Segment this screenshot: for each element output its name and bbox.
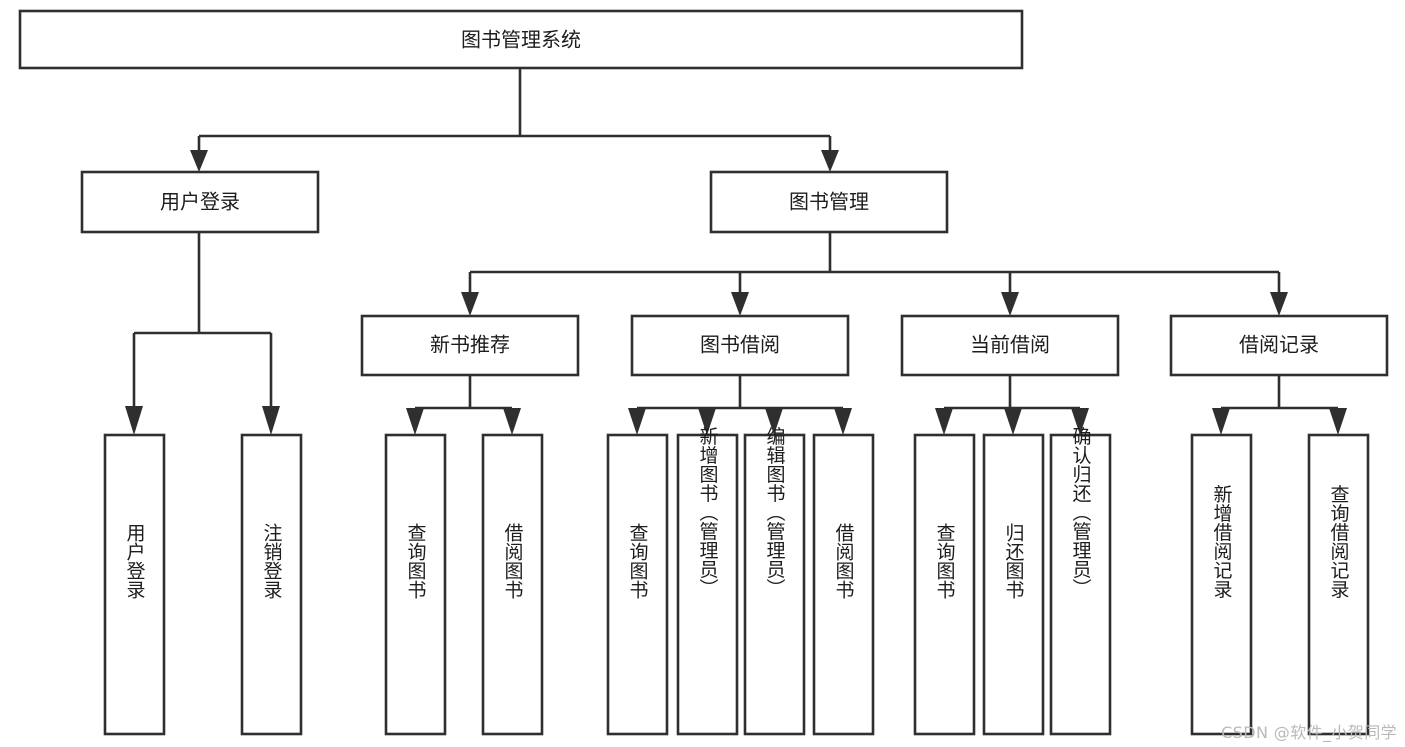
connectors	[125, 68, 1347, 435]
borrow-record-box[interactable]	[1169, 314, 1389, 377]
root-label: 图书管理系统	[461, 28, 581, 52]
arrowhead-bookborrow-leaf-1	[628, 408, 646, 435]
leaf-current-borrow-return[interactable]: 归还图书	[982, 433, 1045, 736]
leaf-label: 新增借阅记录	[1211, 484, 1233, 598]
leaf-label: 查询图书	[405, 522, 427, 598]
node-new-book-recommend[interactable]: 新书推荐	[360, 314, 580, 377]
user-login-box[interactable]	[80, 170, 320, 234]
leaf-book-borrow-query[interactable]: 查询图书	[606, 433, 669, 736]
root-box[interactable]	[18, 9, 1024, 70]
arrowhead-to-new-book-recommend	[461, 292, 479, 316]
node-book-manage[interactable]: 图书管理	[709, 170, 949, 234]
arrowhead-borrowrecord-leaf-1	[1212, 408, 1230, 435]
arrowhead-to-current-borrow	[1001, 292, 1019, 316]
leaf-box[interactable]	[103, 433, 166, 736]
leaf-label: 注销登录	[261, 522, 283, 598]
leaf-label: 查询借阅记录	[1328, 484, 1350, 598]
leaf-book-borrow-borrow[interactable]: 借阅图书	[812, 433, 875, 736]
node-user-login[interactable]: 用户登录	[80, 170, 320, 234]
leaf-user-login-logout[interactable]: 注销登录	[240, 433, 303, 736]
arrowhead-bookborrow-leaf-4	[834, 408, 852, 435]
node-current-borrow[interactable]: 当前借阅	[900, 314, 1120, 377]
leaf-box[interactable]	[606, 433, 669, 736]
edge-root-bus	[197, 68, 832, 157]
current-borrow-label: 当前借阅	[970, 333, 1050, 357]
leaf-label: 归还图书	[1003, 522, 1025, 598]
leaf-box[interactable]	[982, 433, 1045, 736]
new-book-recommend-box[interactable]	[360, 314, 580, 377]
node-borrow-record[interactable]: 借阅记录	[1169, 314, 1389, 377]
leaf-current-borrow-confirm[interactable]: 确认归还（管理员）	[1049, 426, 1112, 736]
book-manage-box[interactable]	[709, 170, 949, 234]
arrowhead-borrowrecord-leaf-2	[1329, 408, 1347, 435]
arrowhead-currentborrow-leaf-3	[1071, 408, 1089, 435]
leaf-label: 用户登录	[124, 523, 146, 599]
leaf-box[interactable]	[1307, 433, 1370, 736]
arrowhead-currentborrow-leaf-1	[935, 408, 953, 435]
leaf-box[interactable]	[913, 433, 976, 736]
arrowhead-to-book-borrow	[731, 292, 749, 316]
current-borrow-box[interactable]	[900, 314, 1120, 377]
leaf-box[interactable]	[812, 433, 875, 736]
arrowhead-to-borrow-record	[1270, 292, 1288, 316]
arrowhead-newbook-leaf-2	[503, 408, 521, 435]
book-borrow-box[interactable]	[630, 314, 850, 377]
leaf-label: 借阅图书	[833, 522, 855, 598]
arrowhead-bookborrow-leaf-3	[765, 408, 783, 435]
edge-borrowrecord-bus	[1219, 375, 1340, 414]
edge-bookborrow-bus	[635, 375, 845, 414]
arrowhead-to-logout-leaf	[262, 406, 280, 435]
new-book-recommend-label: 新书推荐	[430, 333, 510, 357]
arrowhead-bookborrow-leaf-2	[698, 408, 716, 435]
leaf-box[interactable]	[384, 433, 447, 736]
arrowhead-currentborrow-leaf-2	[1004, 408, 1022, 435]
leaf-box[interactable]	[240, 433, 303, 736]
book-borrow-label: 图书借阅	[700, 333, 780, 357]
leaf-box[interactable]	[1190, 433, 1253, 736]
leaf-label: 确认归还（管理员）	[1070, 426, 1092, 597]
arrowhead-newbook-leaf-1	[406, 408, 424, 435]
book-manage-label: 图书管理	[789, 190, 869, 214]
leaf-box[interactable]	[676, 433, 739, 736]
user-login-label: 用户登录	[160, 190, 240, 214]
leaf-box[interactable]	[743, 433, 806, 736]
leaf-label: 查询图书	[627, 522, 649, 598]
leaf-book-borrow-add[interactable]: 新增图书（管理员）	[676, 426, 739, 736]
edge-userlogin-bus	[132, 232, 273, 412]
leaf-new-book-borrow[interactable]: 借阅图书	[481, 433, 544, 736]
arrowhead-to-user-login	[190, 150, 208, 172]
leaf-label: 查询图书	[934, 522, 956, 598]
leaf-box[interactable]	[481, 433, 544, 736]
leaf-box[interactable]	[1049, 433, 1112, 736]
leaf-current-borrow-query[interactable]: 查询图书	[913, 433, 976, 736]
leaf-book-borrow-edit[interactable]: 编辑图书（管理员）	[743, 426, 806, 736]
leaf-borrow-record-query[interactable]: 查询借阅记录	[1307, 433, 1370, 736]
leaf-borrow-record-add[interactable]: 新增借阅记录	[1190, 433, 1253, 736]
node-root[interactable]: 图书管理系统	[18, 9, 1024, 70]
arrowhead-to-user-login-leaf	[125, 406, 143, 435]
leaf-label: 编辑图书（管理员）	[764, 426, 786, 597]
leaf-new-book-query[interactable]: 查询图书	[384, 433, 447, 736]
borrow-record-label: 借阅记录	[1239, 333, 1319, 357]
edge-bookmanage-bus	[468, 232, 1281, 298]
leaf-label: 新增图书（管理员）	[697, 426, 719, 597]
node-book-borrow[interactable]: 图书借阅	[630, 314, 850, 377]
leaf-label: 借阅图书	[502, 522, 524, 598]
edge-newbook-bus	[413, 375, 514, 414]
leaf-user-login-login[interactable]: 用户登录	[103, 433, 166, 736]
arrowhead-to-book-manage	[821, 150, 839, 172]
